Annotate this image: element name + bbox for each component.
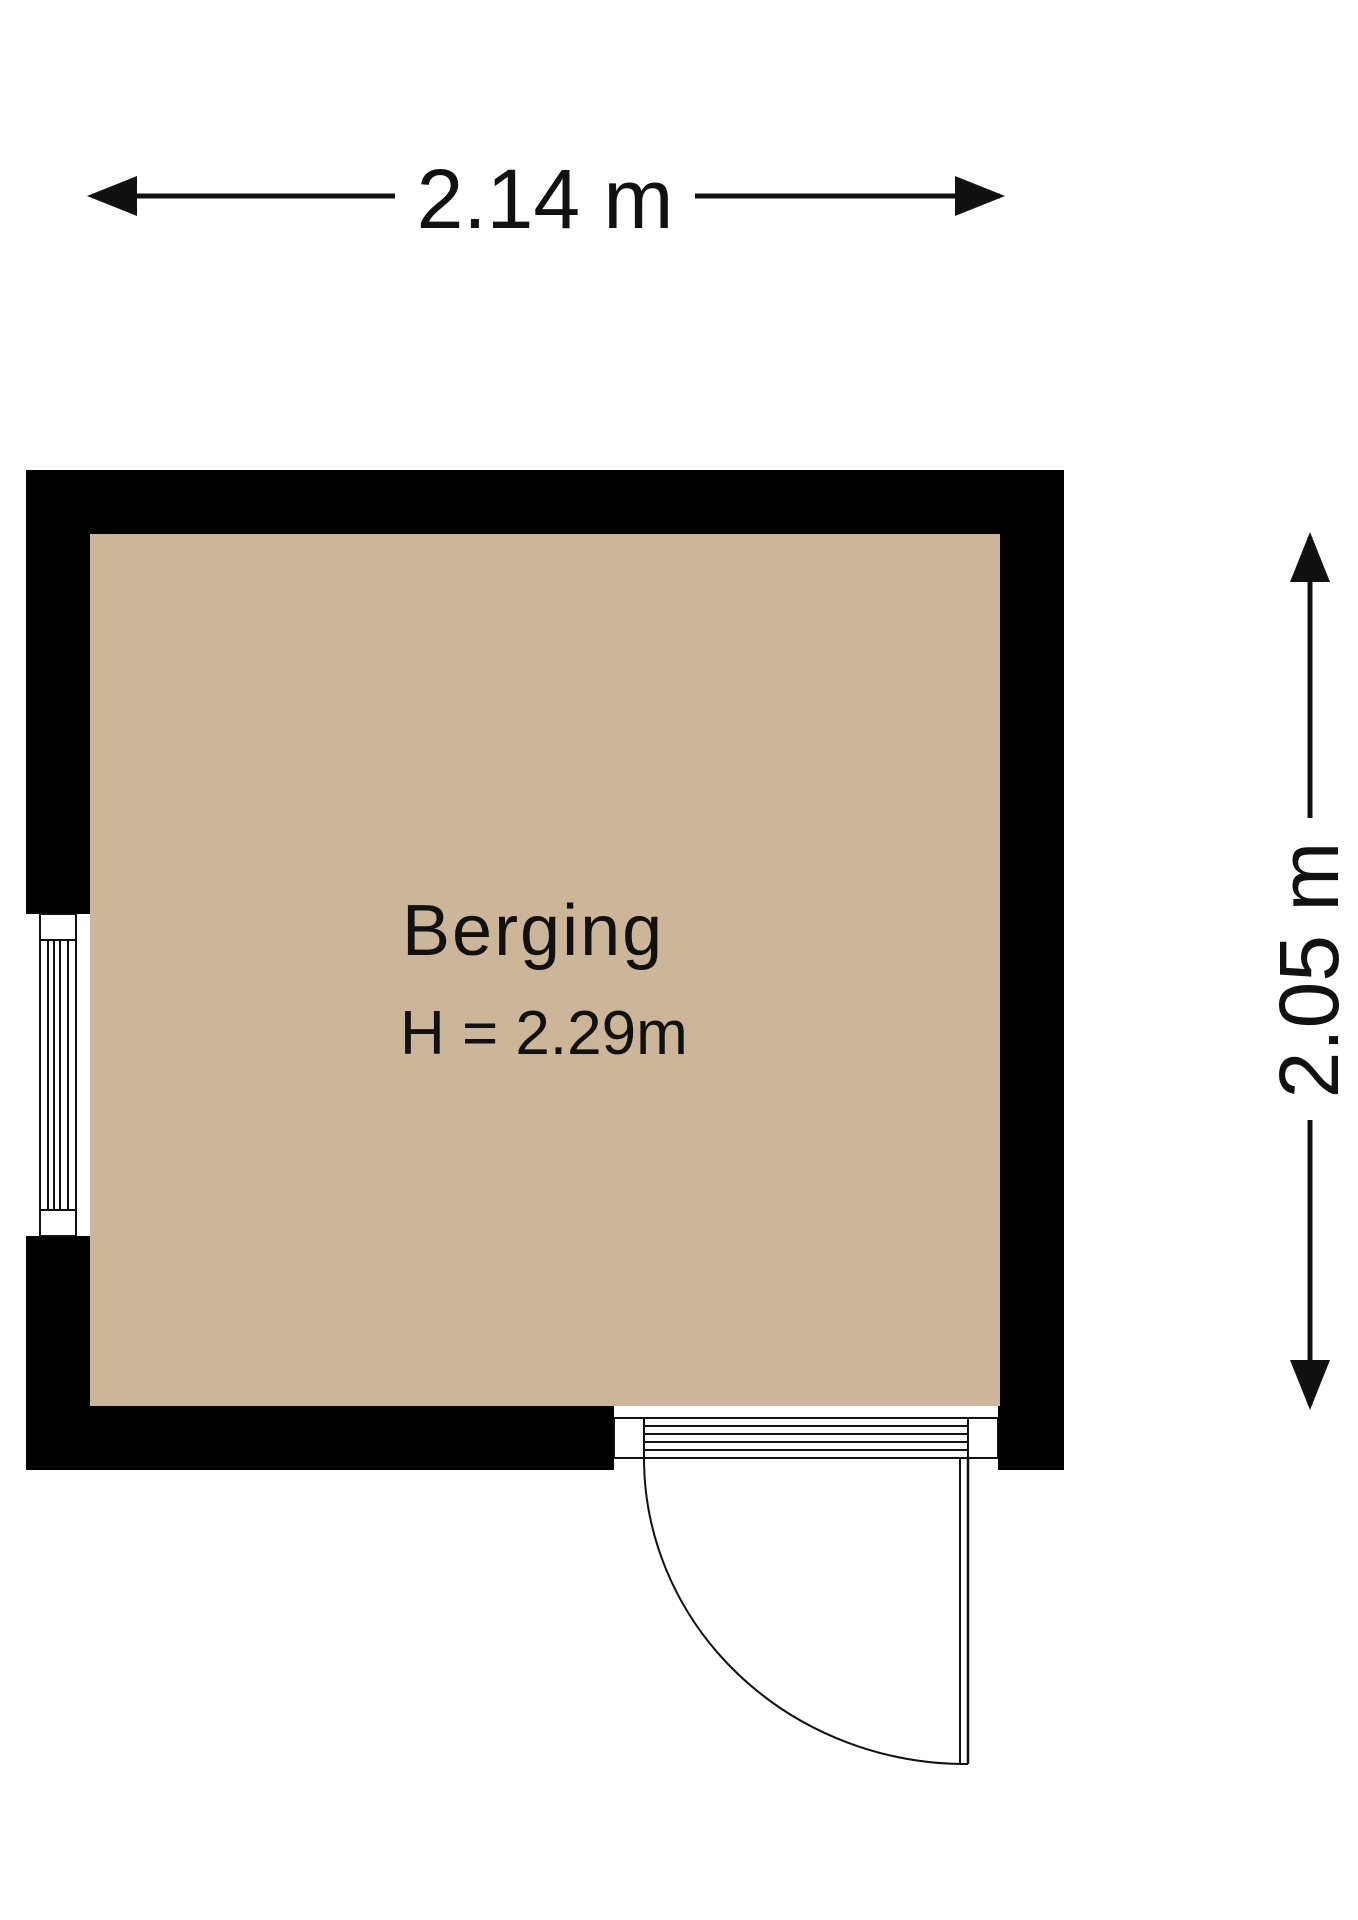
- width-dimension: 2.14 m: [87, 152, 1005, 246]
- room-floor: [90, 534, 1000, 1406]
- height-dimension-label: 2.05 m: [1262, 842, 1356, 1099]
- door-swing-arc: [643, 1457, 967, 1765]
- left-window: [26, 913, 90, 1237]
- room-name: Berging: [402, 891, 664, 971]
- height-dimension: 2.05 m: [1262, 532, 1356, 1410]
- door: [613, 1406, 999, 1765]
- room-height: H = 2.29m: [400, 999, 688, 1068]
- width-dimension-label: 2.14 m: [417, 152, 674, 246]
